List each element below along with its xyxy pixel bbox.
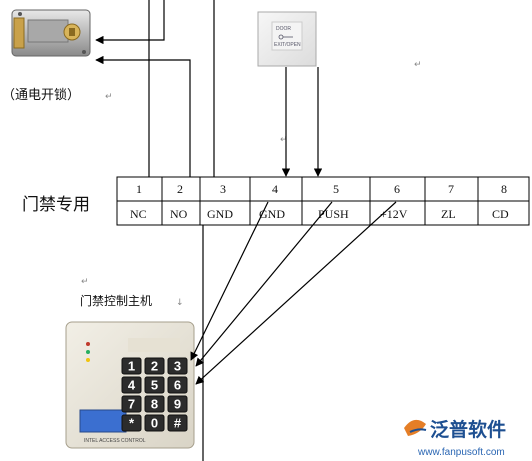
terminal-7-number: 7: [448, 182, 454, 196]
controller-caption: 门禁控制主机: [80, 293, 152, 308]
keypad-key-label: 0: [151, 416, 158, 431]
terminal-1-label: NC: [130, 207, 147, 221]
keypad-key-label: 8: [151, 397, 158, 412]
keypad-key: 2: [144, 357, 165, 375]
svg-text:↵: ↵: [280, 135, 288, 145]
keypad-key: 0: [144, 414, 165, 432]
keypad-key-label: 6: [174, 378, 181, 393]
wire-gnd-to-controller: [190, 201, 269, 361]
terminal-6-number: 6: [394, 182, 400, 196]
keypad-key-label: 9: [174, 397, 181, 412]
keypad-key-label: 4: [128, 378, 136, 393]
wire-12v-to-controller: [195, 201, 397, 385]
fanpu-logo-icon: [404, 419, 426, 436]
fanpu-logo: 泛普软件 www.fanpusoft.com: [404, 418, 506, 458]
svg-text:↵: ↵: [105, 92, 113, 102]
keypad-key-label: #: [174, 416, 182, 431]
terminal-3-number: 3: [220, 182, 226, 196]
keypad-key: 7: [121, 395, 142, 413]
keypad-key: 4: [121, 376, 142, 394]
wire-lock-gnd: [95, 0, 165, 45]
keypad-key-label: 7: [128, 397, 135, 412]
keypad-key-label: *: [129, 416, 135, 431]
keypad-key: 8: [144, 395, 165, 413]
terminal-table: 1 2 3 4 5 6 7 8 NC NO GND GND PUSH +12V …: [116, 176, 530, 226]
wire-no-to-lock: [95, 55, 191, 177]
keypad-key-label: 1: [128, 359, 135, 374]
wires: [95, 0, 397, 461]
terminal-2-number: 2: [177, 182, 183, 196]
button-label-top: DOOR: [276, 26, 291, 32]
terminal-7-label: ZL: [441, 207, 456, 221]
keypad-key: *: [121, 414, 142, 432]
svg-text:↵: ↵: [414, 60, 422, 70]
terminal-1-number: 1: [136, 182, 142, 196]
electric-lock-image: [11, 9, 91, 57]
device-brand: INTEL ACCESS CONTROL: [84, 438, 146, 444]
terminal-2-label: NO: [170, 207, 188, 221]
keypad-key: 5: [144, 376, 165, 394]
logo-url: www.fanpusoft.com: [417, 447, 505, 458]
terminal-5-label: PUSH: [318, 207, 349, 221]
table-title: 门禁专用: [22, 195, 90, 215]
keypad-key: 6: [167, 376, 188, 394]
keypad-key: 3: [167, 357, 188, 375]
terminal-8-number: 8: [501, 182, 507, 196]
lock-caption: （通电开锁）: [2, 87, 80, 103]
keypad-key: 9: [167, 395, 188, 413]
wire-push-to-controller: [195, 201, 333, 367]
exit-button-image: DOOR EXIT/OPEN: [257, 11, 317, 67]
svg-text:↓: ↓: [176, 298, 184, 308]
terminal-5-number: 5: [333, 182, 339, 196]
keypad-key-label: 5: [151, 378, 158, 393]
keypad-key: 1: [121, 357, 142, 375]
terminal-6-label: +12V: [380, 207, 408, 221]
keypad-key: #: [167, 414, 188, 432]
terminal-8-label: CD: [492, 207, 509, 221]
keypad-key-label: 3: [174, 359, 181, 374]
keypad-key-label: 2: [151, 359, 158, 374]
terminal-3-label: GND: [207, 207, 233, 221]
button-label-bottom: EXIT/OPEN: [274, 42, 301, 48]
terminal-4-label: GND: [259, 207, 285, 221]
terminal-4-number: 4: [272, 182, 278, 196]
svg-text:↵: ↵: [81, 277, 89, 287]
logo-name: 泛普软件: [430, 418, 506, 441]
